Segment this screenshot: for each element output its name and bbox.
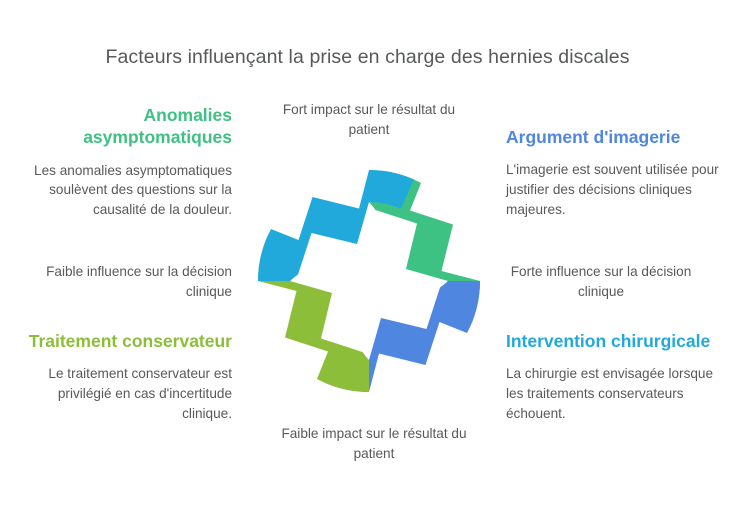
cycle-ring-diagram [254, 166, 484, 396]
caption-bottom-text: Faible impact sur le résultat du patient [281, 426, 467, 461]
quadrant-body-anomalies-asymptomatiques: Les anomalies asymptomatiques soulèvent … [34, 162, 232, 218]
quadrant-note-argument-imagerie: Forte influence sur la décision clinique [506, 262, 696, 301]
quadrant-note-anomalies-asymptomatiques: Faible influence sur la décision cliniqu… [26, 262, 232, 301]
quadrant-heading-argument-imagerie: Argument d'imagerie [506, 127, 681, 147]
caption-top-text: Fort impact sur le résultat du patient [282, 102, 456, 137]
caption-bottom: Faible impact sur le résultat du patient [279, 424, 469, 463]
quadrant-note-text-anomalies-asymptomatiques: Faible influence sur la décision cliniqu… [46, 264, 232, 299]
quadrant-heading-intervention-chirurgicale: Intervention chirurgicale [506, 331, 711, 351]
page-title: Facteurs influençant la prise en charge … [105, 46, 630, 68]
quadrant-body-argument-imagerie: L'imagerie est souvent utilisée pour jus… [506, 162, 719, 217]
quadrant-heading-traitement-conservateur: Traitement conservateur [28, 331, 232, 351]
ring-segment-top-left [258, 170, 414, 281]
quadrant-body-intervention-chirurgicale: La chirurgie est envisagée lorsque les t… [506, 366, 714, 421]
quadrant-intervention-chirurgicale: Intervention chirurgicale La chirurgie e… [506, 330, 720, 424]
quadrant-traitement-conservateur: Traitement conservateur Le traitement co… [26, 330, 232, 424]
quadrant-argument-imagerie: Argument d'imagerie L'imagerie est souve… [506, 126, 720, 220]
quadrant-note-text-argument-imagerie: Forte influence sur la décision clinique [510, 264, 692, 299]
quadrant-anomalies-asymptomatiques: Anomalies asymptomatiques Les anomalies … [26, 104, 232, 220]
quadrant-body-traitement-conservateur: Le traitement conservateur est privilégi… [48, 366, 232, 421]
caption-top: Fort impact sur le résultat du patient [279, 100, 459, 139]
quadrant-heading-anomalies-asymptomatiques: Anomalies asymptomatiques [83, 105, 232, 148]
